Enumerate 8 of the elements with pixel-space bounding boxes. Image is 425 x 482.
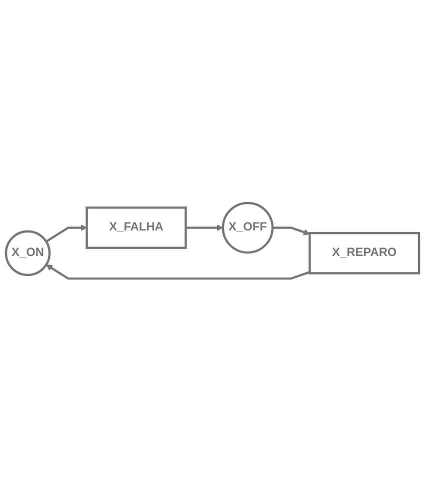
- node-box: X_REPARO: [308, 232, 420, 275]
- node-box: X_FALHA: [86, 206, 187, 250]
- arrow: [46, 224, 88, 243]
- node-circle: X_ON: [4, 230, 51, 276]
- arrow: [46, 264, 310, 280]
- arrow: [272, 226, 310, 236]
- node-circle: X_OFF: [222, 202, 274, 254]
- arrow: [186, 224, 224, 232]
